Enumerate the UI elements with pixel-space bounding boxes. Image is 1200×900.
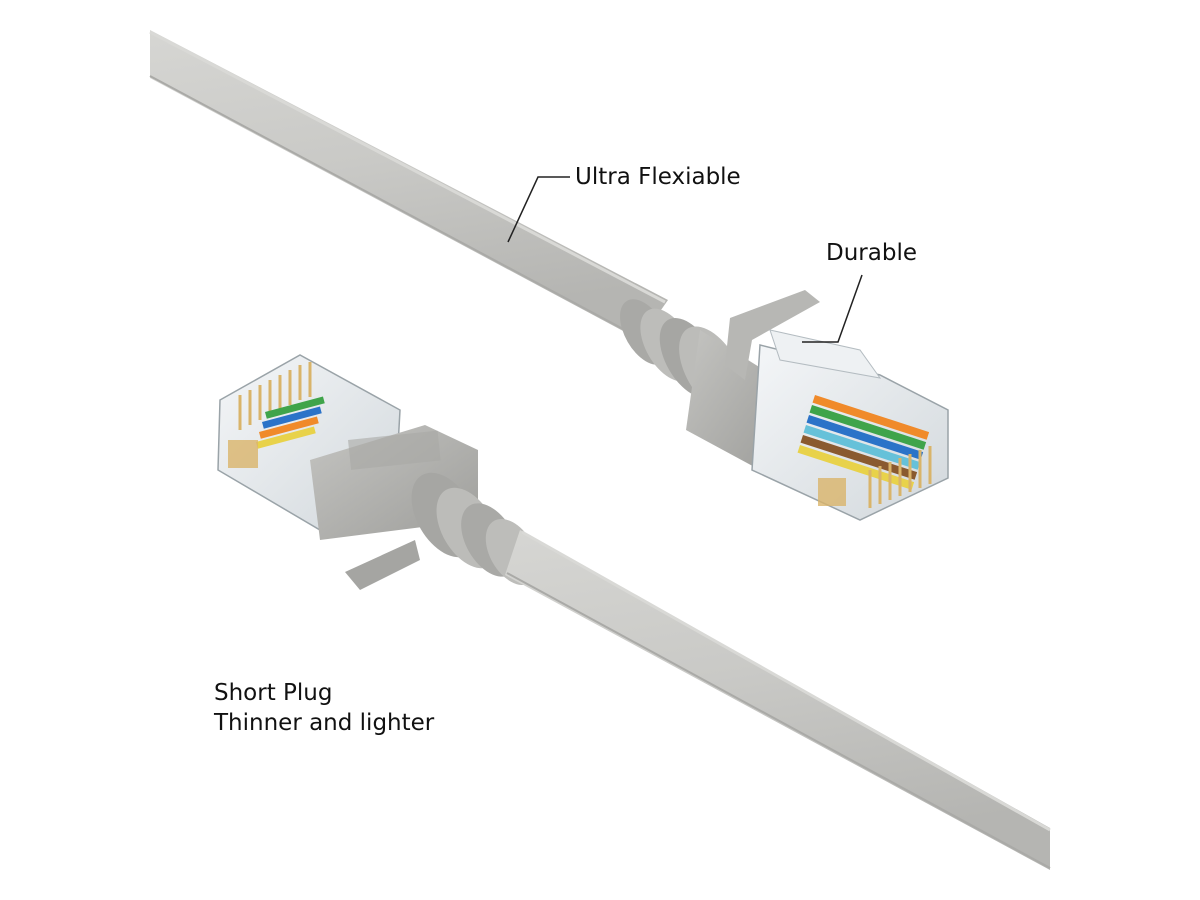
left-latch-tab	[345, 540, 420, 590]
durable-label: Durable	[826, 240, 917, 266]
ultra-flexible-leader	[507, 176, 570, 243]
lower-cable	[505, 530, 1051, 870]
upper-cable	[149, 30, 668, 340]
right-plug	[620, 290, 949, 521]
right-gold-pins	[868, 446, 932, 508]
short-plug-label: Short Plug	[214, 680, 333, 706]
durable-leader	[802, 274, 863, 343]
right-latch-tab	[725, 290, 820, 380]
left-gold-pins	[238, 362, 312, 430]
thinner-lighter-label: Thinner and lighter	[214, 710, 435, 736]
short-plug-caption: Short Plug Thinner and lighter	[214, 678, 434, 738]
left-plug	[217, 354, 539, 590]
ultra-flexible-label: Ultra Flexiable	[575, 164, 741, 190]
right-colored-wires	[797, 394, 930, 490]
left-colored-wires	[256, 396, 325, 449]
